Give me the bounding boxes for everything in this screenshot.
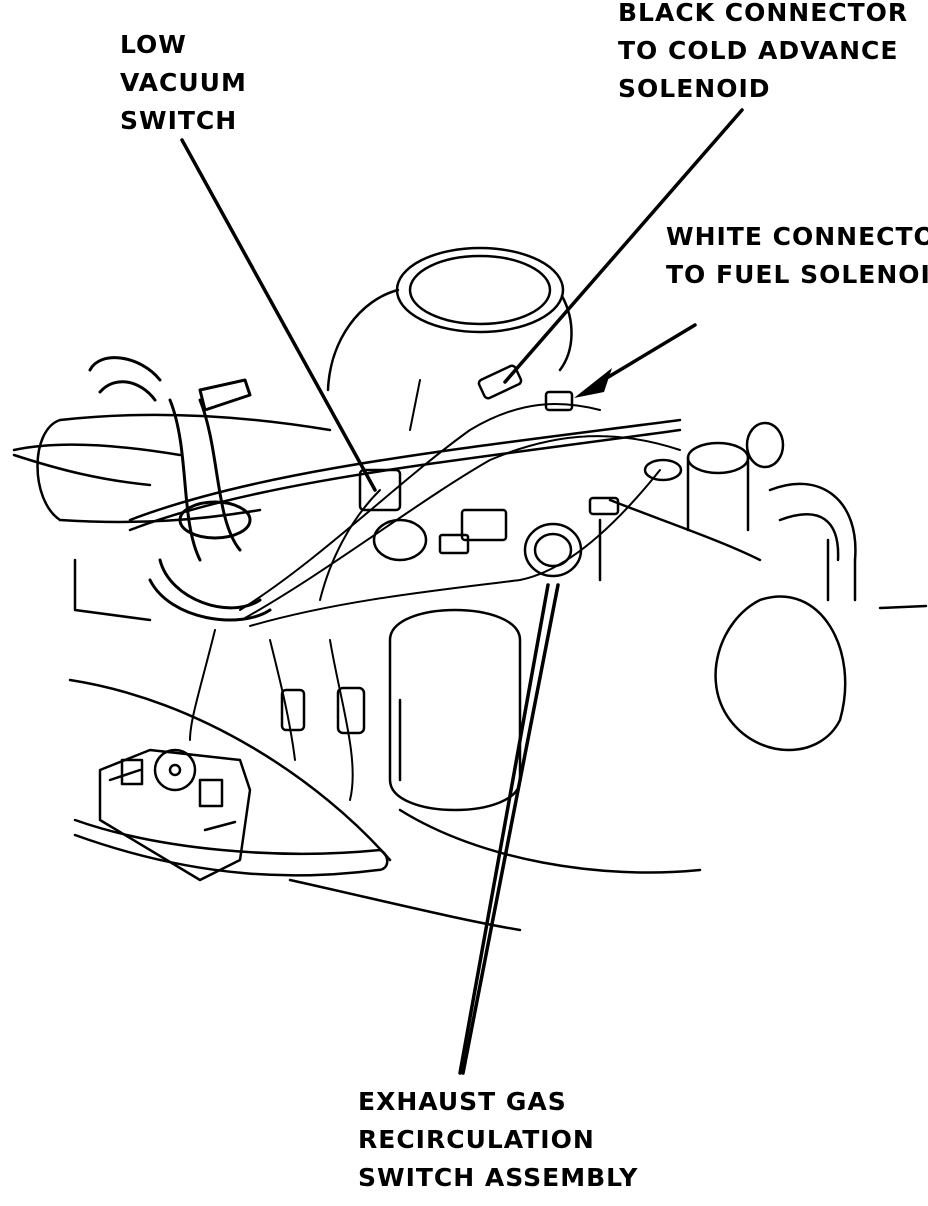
callout-black-connector: BLACK CONNECTOR TO COLD ADVANCE SOLENOID xyxy=(618,0,908,108)
callout-white-connector: WHITE CONNECTOR TO FUEL SOLENOID xyxy=(666,218,928,294)
wiring-harness xyxy=(189,379,681,801)
harness-connector xyxy=(336,686,366,735)
callout-line: SOLENOID xyxy=(618,74,771,103)
leader-egr-a xyxy=(458,583,550,1075)
callout-line: SWITCH xyxy=(120,106,238,135)
harness-connector xyxy=(588,496,620,516)
harness-connector xyxy=(280,688,306,732)
arrowhead-white-connector xyxy=(574,368,612,398)
callout-line: WHITE CONNECTOR xyxy=(666,222,928,251)
callout-low-vacuum-switch: LOW VACUUM SWITCH xyxy=(120,26,247,140)
callout-egr-switch: EXHAUST GAS RECIRCULATION SWITCH ASSEMBL… xyxy=(358,1083,638,1197)
black-connector-body xyxy=(477,364,523,400)
callout-line: VACUUM xyxy=(120,68,247,97)
callout-line: BLACK CONNECTOR xyxy=(618,0,909,27)
callout-line: LOW xyxy=(120,30,187,59)
low-vacuum-switch xyxy=(358,468,508,562)
leader-low-vacuum xyxy=(180,138,377,492)
white-connector-body xyxy=(544,390,574,412)
intake-manifold xyxy=(598,498,928,752)
callout-line: TO COLD ADVANCE xyxy=(618,36,899,65)
callout-line: TO FUEL SOLENOID xyxy=(666,260,928,289)
leader-black-connector xyxy=(503,108,744,384)
callout-line: SWITCH ASSEMBLY xyxy=(358,1163,639,1192)
leader-egr-b xyxy=(461,583,560,1075)
air-cleaner-snorkel xyxy=(326,246,573,392)
left-valve-cover xyxy=(12,413,332,622)
callout-line: EXHAUST GAS xyxy=(358,1087,567,1116)
terminal-block xyxy=(98,748,252,882)
egr-switch xyxy=(523,522,583,578)
throttle-rod xyxy=(128,418,682,522)
right-fittings xyxy=(643,421,857,602)
hose-assembly xyxy=(88,356,272,622)
canister xyxy=(388,608,522,812)
callout-line: RECIRCULATION xyxy=(358,1125,595,1154)
